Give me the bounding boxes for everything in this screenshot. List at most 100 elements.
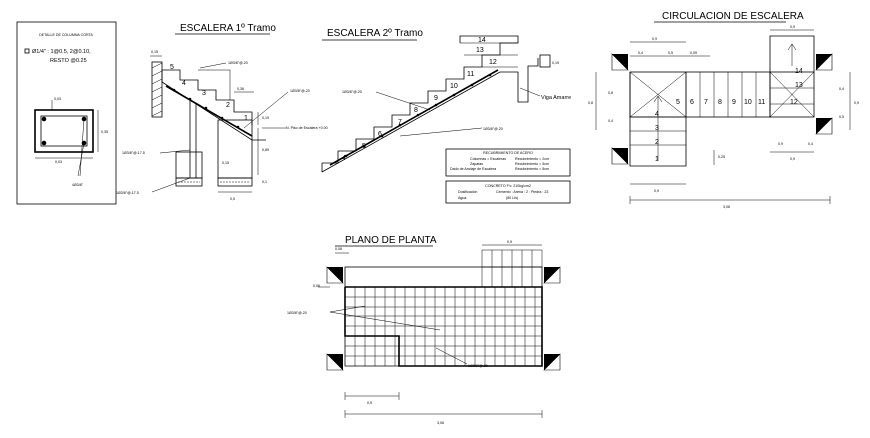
circulation-step: 6 [690,99,694,106]
stair-1-dim-015: 0,15 [222,161,229,165]
stair-2-step: 11 [467,71,474,78]
floor-plan-dim-left: 0,06 [313,284,320,288]
circulation-dim: 0,4 [638,51,643,55]
circulation-dim: 0,9 [652,37,657,41]
rebar-dot [41,140,47,146]
concrete-header: CONCRETO F'c: 210kg/cm2 [485,184,531,188]
stair-2-step: 6 [378,131,382,138]
circulation-step: 2 [655,139,659,146]
column-dim-bottom: 0,03 [55,160,62,164]
stair-section-2: ESCALERA 2º Tramo 0,19 14 13 12 11 10 9 … [321,28,571,173]
floor-plan-title: PLANO DE PLANTA [345,235,437,246]
circulation-step: 1 [655,156,659,163]
circulation-dim: 0,4 [808,142,813,146]
column-bars-label: 4Ø3/8" [72,183,84,187]
circulation-dim: 0,8 [588,101,593,105]
circulation-dim: 0,5 [839,115,844,119]
circulation-dim: 0,9 [790,157,795,161]
column-dim-small: 0,03 [54,97,61,101]
column-detail: DETALLE DE COLUMNA CORTA Ø1/4" : 1@0.5, … [16,21,117,205]
rebar-cover-header: RECUBRIMIENTO DE ACERO [483,151,533,155]
circulation-step: 4 [655,111,659,118]
circulation-dim: 0,09 [690,51,697,55]
circulation-title: CIRCULACION DE ESCALERA [662,11,804,22]
circulation-step: 10 [744,99,752,106]
rebar-cover-table [445,148,571,177]
floor-plan-slab [344,286,543,367]
circulation-dim: 0,9 [778,142,783,146]
stair-2-bar-left: 1Ø3/8"@.20 [342,90,362,94]
floor-plan-dim-bottom: 0,9 [367,401,372,405]
circulation-dim: 0,9 [854,101,859,105]
floor-plan-dim-top: 0,06 [335,247,342,251]
floor-plan-bar-bottom: 1Ø3/8"@.20 [468,364,488,368]
footing-base [175,177,203,187]
stair-1-dim-01: 0,1 [262,180,267,184]
stair-1-step: 1 [244,115,248,122]
stair-1-dim-05: 0,5 [230,197,235,201]
stair-1-dim-riser: 0,36 [237,87,244,91]
floor-plan-bar-left: 1Ø3/8"@.20 [287,311,307,315]
floor-plan-dim-total: 3,06 [437,421,444,425]
column-dim-side: 0,35 [101,130,108,134]
footing-left [175,151,203,179]
stair-2-step: 13 [476,47,484,54]
spec-cell: Zapatas [470,162,483,166]
spec-cell: (80 Lts) [506,196,518,200]
circulation-step: 7 [704,99,708,106]
spec-cell: Agua [458,196,466,200]
stair-1-step: 2 [226,102,230,109]
circulation-dim: 0,9 [790,25,795,29]
stair-2-step: 12 [489,59,497,66]
concrete-table [445,180,571,204]
stair-1-bar-bottom: 1Ø3/8"@.17.5 [116,191,139,195]
stair-2-dim-019: 0,19 [552,61,559,65]
circulation-step: 5 [676,99,680,106]
stair-2-step: 14 [478,37,486,44]
stair-circulation-plan: CIRCULACION DE ESCALERA 1 2 [588,11,859,209]
spec-cell: Recubrimiento = 2cm [515,157,549,161]
stair-2-step: 10 [450,83,458,90]
circulation-step: 11 [758,99,765,106]
stair-1-bar-left: 1Ø3/8"@.17.5 [122,151,145,155]
rebar-dot [41,116,47,122]
stair-1-step: 4 [182,80,186,87]
stair-2-step: 9 [434,95,438,102]
stair-1-level: N. Piso de Escalera +0.00 [286,126,328,130]
stair-section-1: ESCALERA 1º Tramo 0,15 5 4 3 2 1 [116,23,328,201]
stair-2-bar-right: 1Ø3/8"@.20 [483,127,503,131]
column-stirrup-spec: Ø1/4" : 1@0.5, 2@0.10, [32,49,91,55]
wall-hatch [151,61,163,118]
circulation-step: 14 [795,68,803,75]
circulation-dim-total: 3,06 [723,205,730,209]
column-stirrup-rest: RESTO @0.25 [50,58,87,64]
circulation-dim: 0,4 [839,87,844,91]
spec-cell: Columnas = Escaleras [470,157,506,161]
stair-1-dim-19: 0,19 [262,116,269,120]
spec-cell: Dosificacion [458,190,477,194]
spec-cell: Cemento : Arena : 2 : Piedra : 23 [496,190,548,194]
spec-tables: RECUBRIMIENTO DE ACERO Columnas = Escale… [445,148,571,204]
stair-1-dim-top: 0,15 [151,50,158,54]
stair-2-step: 5 [362,143,366,150]
stair-1-bar-top: 1Ø3/8"@.20 [228,61,248,65]
stair-1-bar-mid: 1Ø3/8"@.20 [290,89,310,93]
circulation-step: 12 [790,99,798,106]
spec-cell: Recubrimiento = 5cm [515,167,549,171]
circulation-step: 13 [795,82,803,89]
spec-cell: Recubrimiento = 5cm [515,162,549,166]
circulation-dim: 0,8 [608,91,613,95]
stair-2-step: 8 [414,107,418,114]
stair-1-title: ESCALERA 1º Tramo [180,23,276,34]
checkbox-icon [24,48,30,54]
stair-1-dim-089: 0,89 [262,148,269,152]
stair-1-step: 5 [170,64,174,71]
column-detail-frame [16,21,117,205]
circulation-dim: 0,5 [668,51,673,55]
viga-amarre-label: Viga Amarre [541,95,571,101]
spec-cell: Dado de Anclaje de Escalera [450,167,496,171]
column-section-stirrup [40,115,88,147]
column-section-outer [34,109,94,153]
circulation-dim: 0,25 [718,155,725,159]
